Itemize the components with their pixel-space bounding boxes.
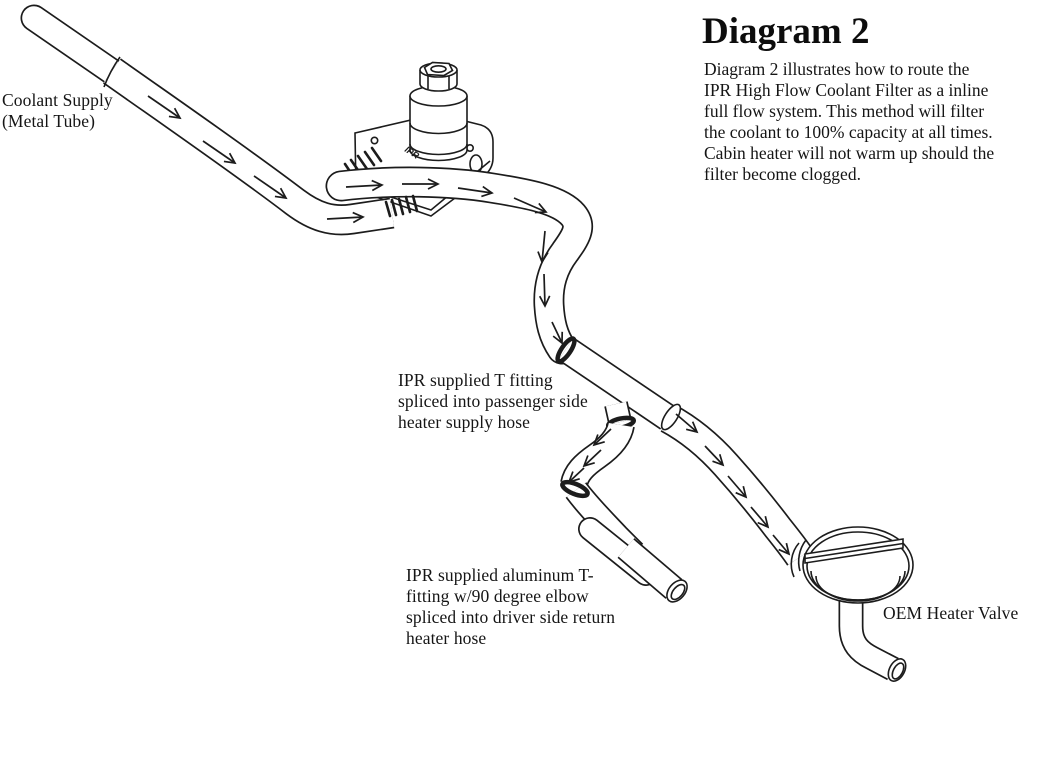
- t-fitting-label: IPR supplied T fitting spliced into pass…: [398, 370, 588, 432]
- flow-arrow: [772, 534, 791, 556]
- filter-canister: IPR: [403, 61, 468, 162]
- flow-arrow: [551, 321, 564, 345]
- flow-arrow: [537, 230, 549, 264]
- flow-arrow: [326, 211, 365, 224]
- flow-arrow: [513, 197, 548, 214]
- valve-handle: [804, 538, 904, 564]
- flow-arrow: [202, 140, 237, 165]
- hose-end-ring: [660, 403, 682, 431]
- flow-arrow: [750, 506, 770, 529]
- flow-arrow: [538, 273, 551, 308]
- splice-collar: [555, 336, 577, 364]
- plate-hole: [370, 136, 379, 145]
- filter-hex-nut: [419, 61, 458, 92]
- diagram-title: Diagram 2: [702, 11, 870, 52]
- flow-arrow: [582, 449, 602, 468]
- splice-collar: [560, 479, 590, 499]
- diagram-description: Diagram 2 illustrates how to route the I…: [704, 59, 995, 184]
- flow-arrow: [345, 179, 384, 192]
- heater-valve-hose: [660, 403, 813, 566]
- flow-arrow: [727, 475, 748, 499]
- flow-arrow: [704, 445, 725, 467]
- flow-arrow: [675, 413, 699, 434]
- valve-dome: [802, 526, 914, 604]
- coolant-supply-label: Coolant Supply (Metal Tube): [2, 90, 113, 131]
- coolant-supply-tube: [20, 4, 138, 94]
- flow-arrows: [147, 95, 791, 556]
- filter-outlet-barb: [384, 194, 419, 218]
- aluminum-t-fitting-label: IPR supplied aluminum T- fitting w/90 de…: [406, 565, 616, 648]
- flow-arrow: [147, 95, 182, 120]
- flow-arrow: [457, 185, 494, 198]
- branch-hose: [560, 421, 635, 488]
- t-fitting: [555, 336, 676, 431]
- flow-arrow: [592, 428, 612, 447]
- tube-hose-joint: [103, 56, 121, 88]
- oem-heater-valve: [790, 526, 914, 682]
- aluminum-t-fitting: [560, 479, 688, 603]
- flow-arrow: [567, 467, 585, 484]
- flow-arrow: [253, 175, 288, 200]
- oem-heater-valve-label: OEM Heater Valve: [883, 603, 1019, 623]
